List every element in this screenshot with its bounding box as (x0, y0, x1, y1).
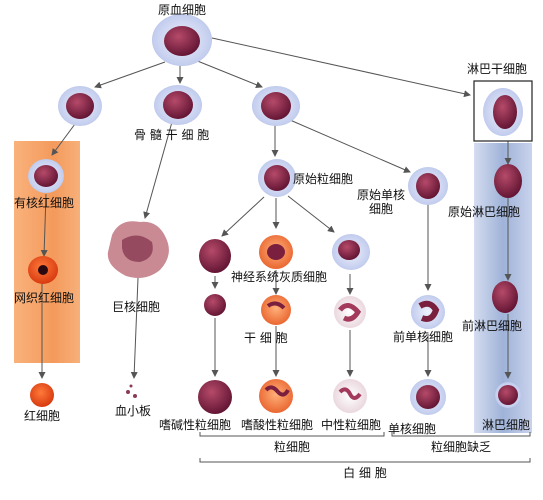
cell-lymphocyte (495, 382, 521, 408)
label-platelet: 血小板 (114, 404, 152, 418)
lineage-arrows (38, 37, 512, 379)
cell-baso-myelocyte (199, 239, 231, 273)
label-neural-gray: 神经系统灰质细胞 (231, 270, 328, 284)
label-monocyte: 单核细胞 (388, 422, 437, 436)
label-myeloblast: 原始粒细胞 (293, 172, 354, 186)
group-brackets (199, 432, 531, 463)
cell-monocyte (410, 379, 446, 415)
cell-myeloblast (258, 159, 296, 197)
label-monoblast: 原始单核细胞 (356, 188, 405, 216)
label-reticulocyte: 网织红细胞 (14, 291, 75, 305)
cell-reticulocyte (28, 256, 58, 284)
cell-baso-metamyelocyte (204, 294, 226, 316)
cell-eos-myelocyte (259, 235, 293, 269)
label-lymph-stem: 淋巴干细胞 (467, 62, 528, 76)
cell-basophil (198, 380, 232, 414)
label-stem-cell: 干 细 胞 (244, 331, 288, 345)
cell-promonocyte (411, 295, 445, 329)
cell-lymph-stem (483, 88, 523, 136)
cell-eosinophil (259, 379, 293, 413)
cell-marrow-stem (154, 85, 202, 125)
platelets (126, 384, 137, 398)
label-prolymphocyte: 前淋巴细胞 (462, 319, 523, 333)
label-marrow-stem: 骨 髓 干 细 胞 (134, 128, 210, 142)
cell-lymphoblast (494, 164, 522, 198)
label-root: 原血细胞 (157, 3, 207, 17)
label-leukocyte: 白 细 胞 (343, 466, 387, 480)
cell-rbc (30, 383, 54, 407)
label-lymphocyte: 淋巴细胞 (482, 418, 531, 432)
label-neutrophil: 中性粒细胞 (321, 418, 382, 432)
label-agranulocyte: 粒细胞缺乏 (430, 440, 492, 454)
cell-neutrophil (333, 379, 367, 413)
cell-nucleated-rbc (28, 159, 64, 193)
label-lymphoblast: 原始淋巴细胞 (448, 205, 521, 219)
cell-rbc-progenitor (58, 86, 102, 126)
cell-neut-myelocyte (332, 234, 370, 270)
cell-myeloid-progenitor (252, 86, 300, 126)
cell-neut-metamyelocyte (334, 296, 366, 328)
cell-prolymphocyte (492, 281, 518, 313)
cell-eos-metamyelocyte (261, 295, 291, 325)
label-megakaryocyte: 巨核细胞 (112, 300, 161, 314)
label-basophil: 嗜碱性粒细胞 (159, 418, 232, 432)
label-nucleated-rbc: 有核红细胞 (14, 196, 75, 210)
stem-cell-root (152, 14, 212, 66)
cell-megakaryocyte (107, 221, 169, 278)
label-promonocyte: 前单核细胞 (393, 330, 454, 344)
label-rbc: 红细胞 (23, 409, 61, 423)
label-granulocyte: 粒细胞 (273, 440, 311, 454)
cell-monoblast (408, 167, 448, 205)
label-eosinophil: 嗜酸性粒细胞 (241, 418, 314, 432)
